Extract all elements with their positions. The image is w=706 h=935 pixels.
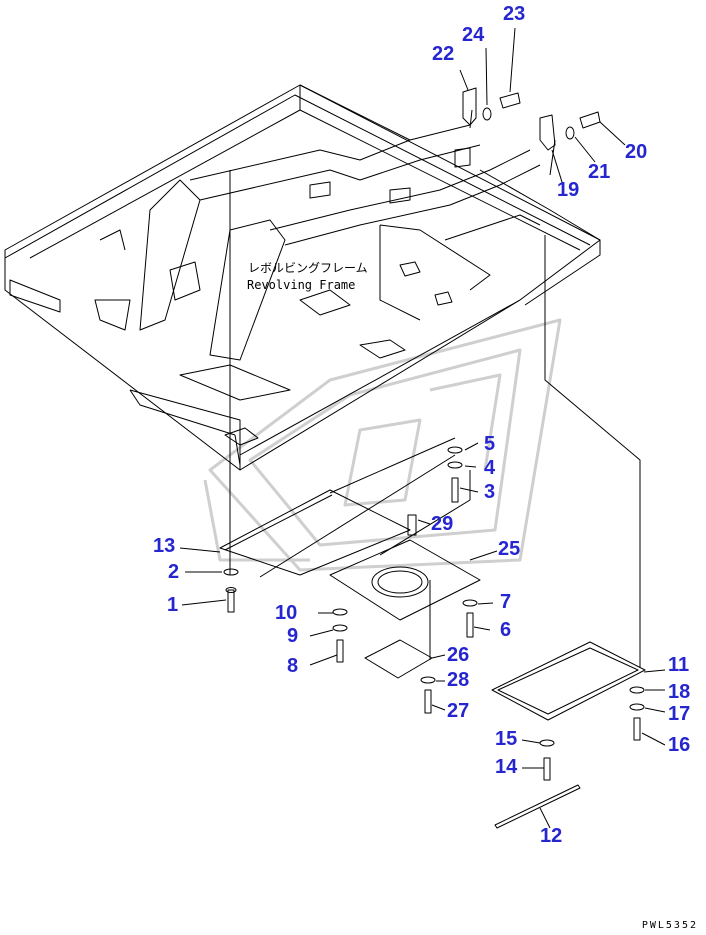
bracket-19 bbox=[539, 114, 556, 151]
cover-plate-11 bbox=[491, 641, 646, 721]
callout-9[interactable]: 9 bbox=[287, 625, 299, 647]
revolving-frame bbox=[4, 84, 601, 471]
callout-11[interactable]: 11 bbox=[668, 654, 690, 676]
callout-13[interactable]: 13 bbox=[153, 535, 176, 557]
cover-plate-26 bbox=[364, 639, 433, 679]
callout-12[interactable]: 12 bbox=[540, 825, 563, 847]
callout-24[interactable]: 24 bbox=[462, 24, 485, 46]
callout-18[interactable]: 18 bbox=[668, 681, 691, 703]
callout-5[interactable]: 5 bbox=[484, 433, 496, 455]
callout-21[interactable]: 21 bbox=[588, 161, 611, 183]
callout-27[interactable]: 27 bbox=[447, 700, 470, 722]
callout-28[interactable]: 28 bbox=[447, 669, 470, 691]
callout-6[interactable]: 6 bbox=[500, 619, 512, 641]
callout-16[interactable]: 16 bbox=[668, 734, 691, 756]
bracket-22 bbox=[462, 87, 477, 126]
callout-2[interactable]: 2 bbox=[168, 561, 180, 583]
callout-1[interactable]: 1 bbox=[167, 594, 179, 616]
bolts-washers bbox=[223, 92, 645, 781]
callout-15[interactable]: 15 bbox=[495, 728, 518, 750]
callout-19[interactable]: 19 bbox=[557, 179, 580, 201]
callout-25[interactable]: 25 bbox=[498, 538, 521, 560]
callout-10[interactable]: 10 bbox=[275, 602, 298, 624]
callout-4[interactable]: 4 bbox=[484, 457, 496, 479]
frame-label-english: Revolving Frame bbox=[247, 278, 356, 292]
frame-label-japanese: レボルビングフレーム bbox=[248, 261, 368, 275]
callout-23[interactable]: 23 bbox=[503, 3, 526, 25]
callout-20[interactable]: 20 bbox=[625, 141, 648, 163]
callout-leaders bbox=[179, 27, 666, 829]
callout-7[interactable]: 7 bbox=[500, 591, 512, 613]
leader-lines bbox=[229, 109, 641, 668]
callout-14[interactable]: 14 bbox=[495, 756, 518, 778]
callout-17[interactable]: 17 bbox=[668, 703, 691, 725]
callout-3[interactable]: 3 bbox=[484, 481, 496, 503]
callout-26[interactable]: 26 bbox=[447, 644, 470, 666]
callout-29[interactable]: 29 bbox=[431, 513, 454, 535]
drawing-code: PWL5352 bbox=[641, 920, 698, 931]
watermark-logo bbox=[203, 318, 562, 572]
cover-plate-13 bbox=[219, 489, 411, 576]
seal-strip-12 bbox=[494, 784, 581, 829]
callout-22[interactable]: 22 bbox=[432, 43, 455, 65]
callout-8[interactable]: 8 bbox=[287, 655, 299, 677]
cover-plate-25 bbox=[329, 539, 481, 621]
